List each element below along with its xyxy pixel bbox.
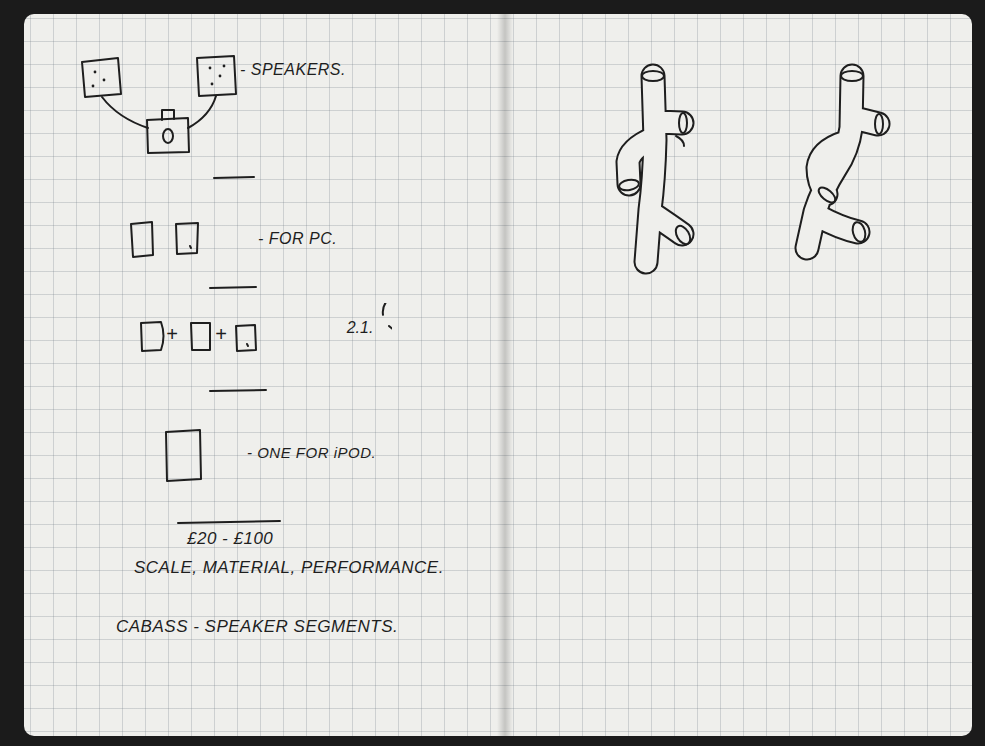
- circled-note: 2.1.: [328, 303, 392, 353]
- handwritten-note: - SPEAKERS.: [240, 61, 346, 79]
- page-fold: [497, 14, 513, 736]
- handwritten-note: +: [166, 323, 178, 346]
- handwritten-note: CABASS - SPEAKER SEGMENTS.: [116, 617, 398, 637]
- handwritten-note: - FOR PC.: [258, 230, 337, 248]
- circle-text: 2.1.: [347, 319, 374, 337]
- handwritten-note: SCALE, MATERIAL, PERFORMANCE.: [134, 558, 444, 578]
- handwritten-note: - ONE FOR iPOD.: [247, 444, 376, 461]
- circle-outline: [383, 303, 392, 334]
- handwritten-note: +: [215, 323, 227, 346]
- handwritten-note: £20 - £100: [187, 529, 273, 549]
